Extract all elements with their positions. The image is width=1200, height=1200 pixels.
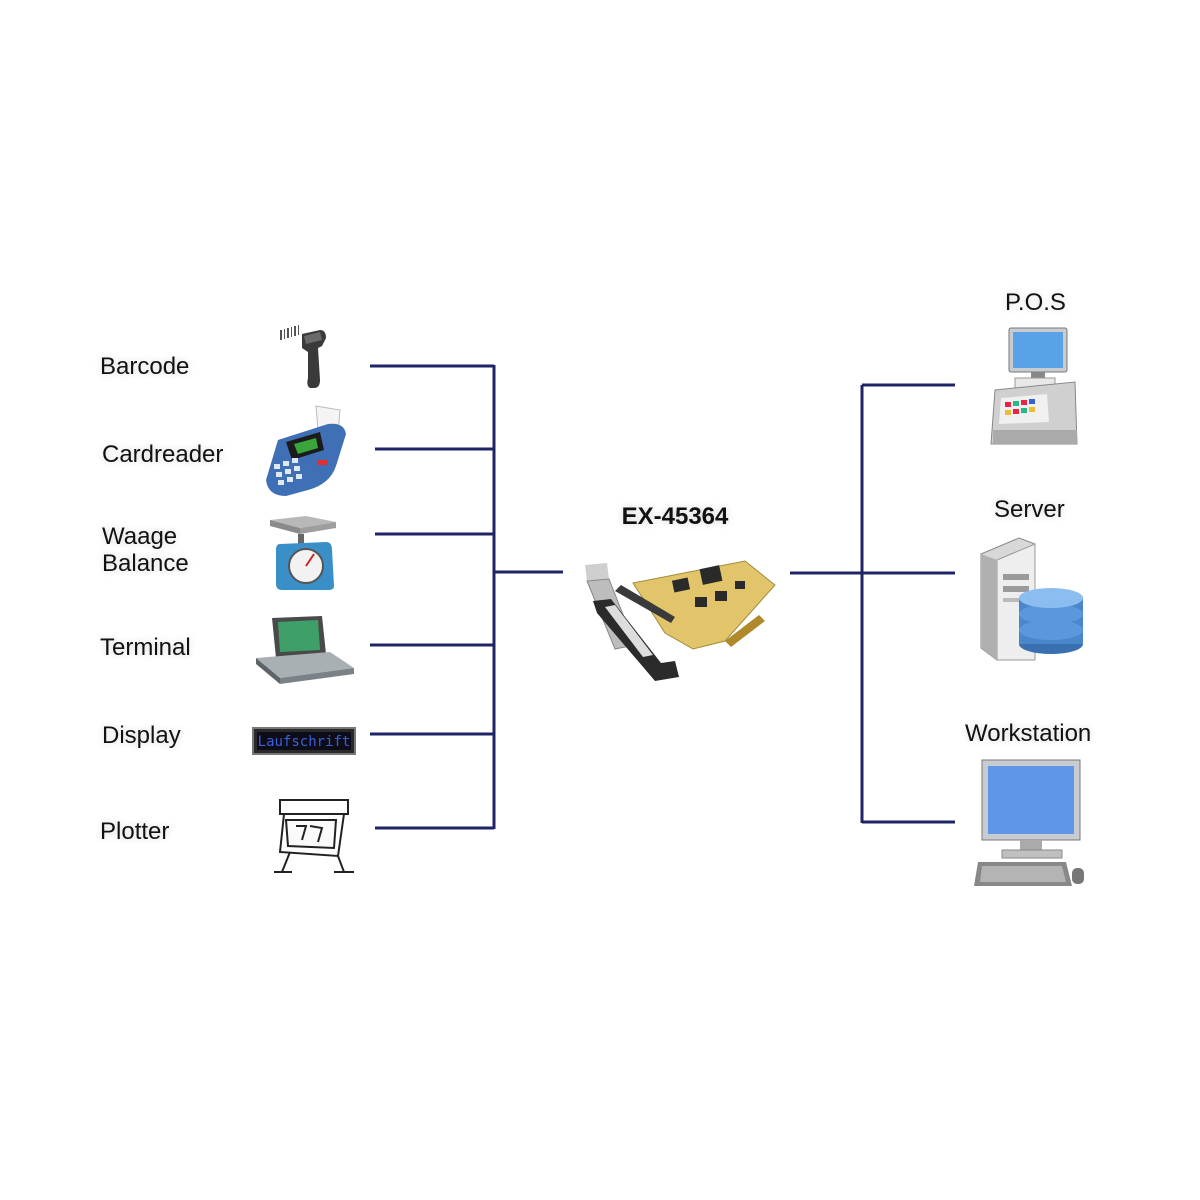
plotter-icon bbox=[274, 799, 354, 873]
label-workstation: Workstation bbox=[965, 720, 1092, 747]
pcie-serial-card-icon bbox=[585, 560, 776, 681]
label-barcode: Barcode bbox=[100, 353, 190, 380]
card-title: EX-45364 bbox=[621, 503, 729, 530]
display-text: Laufschrift bbox=[258, 734, 351, 750]
label-terminal: Terminal bbox=[100, 634, 191, 661]
label-display: Display bbox=[102, 722, 181, 749]
card-terminal-icon bbox=[266, 405, 346, 496]
label-balance: Balance bbox=[102, 550, 189, 577]
scale-icon bbox=[270, 516, 336, 590]
label-plotter: Plotter bbox=[100, 818, 170, 845]
label-cardreader: Cardreader bbox=[102, 441, 224, 468]
label-server: Server bbox=[994, 496, 1065, 523]
label-pos: P.O.S bbox=[1005, 289, 1066, 316]
server-database-icon bbox=[980, 537, 1083, 661]
label-waage: Waage bbox=[102, 523, 178, 550]
barcode-scanner-icon bbox=[280, 325, 326, 388]
led-display-icon: Laufschrift bbox=[252, 727, 356, 755]
terminal-icon bbox=[256, 616, 354, 684]
pos-register-icon bbox=[990, 327, 1078, 445]
workstation-icon bbox=[974, 759, 1084, 886]
